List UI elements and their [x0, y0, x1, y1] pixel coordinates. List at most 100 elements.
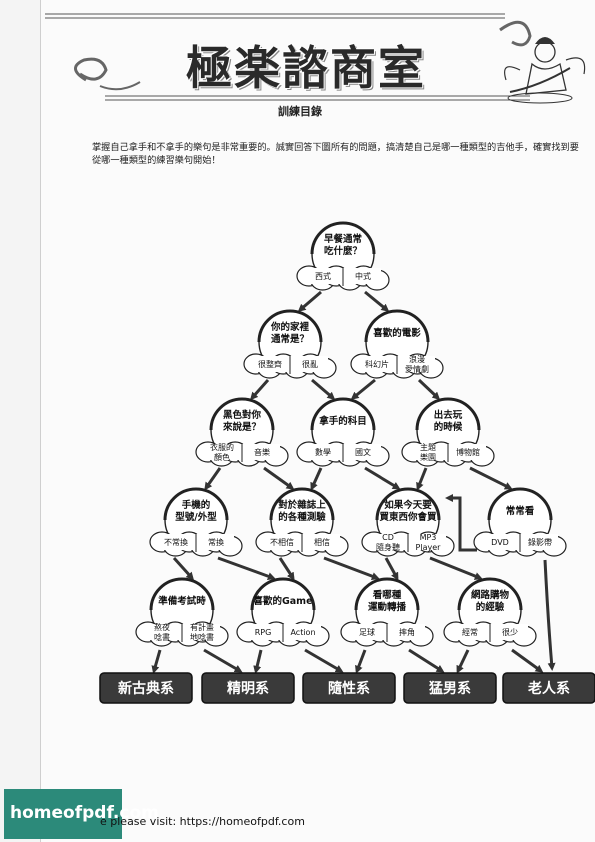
answer-text: 數學 — [315, 447, 331, 457]
answer-text: 地唸書 — [190, 632, 214, 642]
question-text: 黑色對你 — [223, 409, 262, 421]
question-text: 的各種測驗 — [278, 511, 326, 523]
answer-text: 西式 — [315, 271, 331, 281]
answer-text: 不常換 — [164, 537, 188, 547]
answer-text: Player — [416, 543, 442, 552]
answer-text: 顏色 — [214, 452, 230, 462]
question-node: 網路購物的經驗經常很少 — [443, 577, 537, 647]
page-title: 極楽諮商室 — [186, 41, 426, 95]
header-decoration — [45, 13, 586, 104]
result-label: 隨性系 — [328, 680, 370, 697]
question-node: 常常看 DVD 錄影帶 — [473, 487, 567, 557]
answer-cloud: 數學 國文 — [296, 441, 390, 467]
answer-text: 唸書 — [154, 632, 170, 642]
answer-text: 相信 — [314, 537, 330, 547]
answer-cloud: 足球 摔角 — [340, 621, 434, 647]
watermark-text: e please visit: https://homeofpdf.com — [100, 815, 305, 828]
result-box: 隨性系 — [302, 672, 396, 704]
answer-text: 主題 — [420, 442, 436, 452]
answer-text: 足球 — [359, 627, 375, 637]
answer-cloud: 不常換 常換 — [149, 531, 243, 557]
question-text: 通常是？ — [271, 333, 309, 345]
answer-text: 博物館 — [456, 447, 480, 457]
question-text: 如果今天要 — [384, 499, 432, 511]
result-box: 猛男系 — [403, 672, 497, 704]
angel-guitarist-illustration — [504, 37, 586, 104]
answer-cloud: RPG Action — [236, 621, 330, 647]
answer-text: DVD — [491, 538, 509, 547]
question-text: 吃什麼？ — [324, 245, 362, 257]
page-subtitle: 訓練目錄 — [278, 105, 322, 118]
result-box: 老人系 — [502, 672, 595, 704]
answer-text: 浪漫 — [409, 354, 425, 364]
answer-text: 摔角 — [399, 627, 415, 637]
answer-text: 很整齊 — [258, 359, 282, 369]
question-text: 來說是？ — [222, 421, 261, 433]
question-text: 看哪種 — [373, 589, 402, 601]
answer-text: 愛情劇 — [405, 364, 429, 374]
question-text: 對於雜誌上 — [278, 499, 326, 511]
swirl-icon — [74, 57, 108, 82]
question-text: 型號/外型 — [175, 511, 217, 523]
question-text: 買東西你會買 — [379, 511, 437, 523]
result-label: 猛男系 — [428, 680, 471, 697]
answer-text: 錄影帶 — [528, 537, 552, 547]
answer-text: 常換 — [208, 537, 224, 547]
answer-text: 隨身聽 — [376, 542, 400, 552]
answer-text: 不相信 — [270, 537, 294, 547]
question-text: 的時候 — [434, 421, 463, 433]
intro-text: 掌握自己拿手和不拿手的樂句是非常重要的。誠實回答下圖所有的問題，搞清楚自己是哪一… — [92, 142, 579, 166]
answer-cloud: 經常很少 — [443, 621, 537, 647]
answer-cloud: 不相信 相信 — [255, 531, 349, 557]
answer-text: RPG — [255, 628, 272, 637]
question-text: 喜歡的電影 — [373, 327, 421, 339]
question-text: 準備考試時 — [158, 595, 206, 607]
answer-cloud: 很整齊 很亂 — [243, 353, 337, 379]
question-text: 的經驗 — [476, 601, 505, 613]
answer-text: 中式 — [355, 271, 371, 281]
question-text: 手機的 — [182, 499, 211, 511]
logo-text: homeofpdf.com — [10, 803, 159, 823]
result-label: 新古典系 — [118, 680, 174, 697]
answer-text: 很少 — [502, 628, 518, 637]
result-label: 老人系 — [528, 680, 570, 697]
question-text: 你的家裡 — [270, 321, 310, 333]
result-box: 新古典系 — [99, 672, 193, 704]
answer-text: 音樂 — [254, 447, 270, 457]
answer-text: 有計畫 — [190, 622, 214, 632]
question-text: 出去玩 — [434, 409, 463, 421]
answer-text: Action — [290, 628, 315, 637]
answer-text: 樂園 — [420, 452, 436, 462]
question-text: 常常看 — [506, 505, 535, 517]
answer-text: 熬夜 — [154, 622, 170, 632]
answer-text: 科幻片 — [365, 359, 389, 369]
result-label: 精明系 — [227, 680, 269, 697]
question-node: 早餐通常吃什麼？西式中式 — [296, 221, 390, 291]
question-text: 拿手的科目 — [318, 415, 367, 427]
question-text: 運動轉播 — [368, 601, 407, 613]
site-logo: homeofpdf.com — [4, 789, 159, 839]
swirl-icon — [499, 20, 532, 47]
answer-text: 衣服的 — [210, 442, 234, 452]
question-text: 網路購物 — [471, 589, 510, 601]
answer-text: 國文 — [355, 447, 371, 457]
answer-cloud: DVD 錄影帶 — [473, 531, 567, 557]
answer-text: 很亂 — [302, 359, 318, 369]
